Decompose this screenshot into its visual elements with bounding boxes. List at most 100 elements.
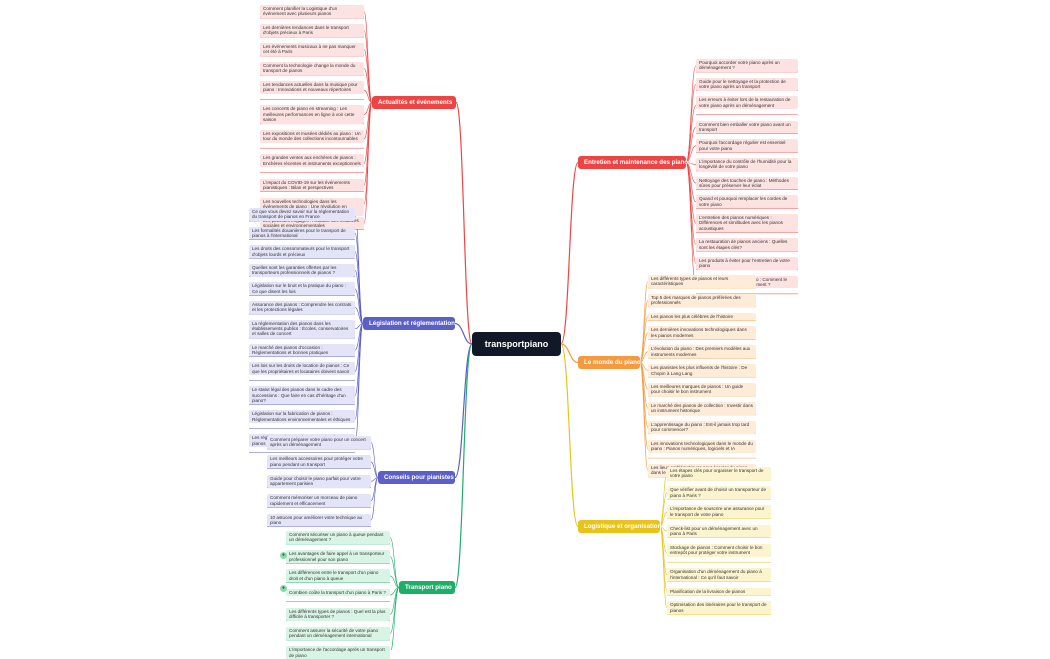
leaf-topic[interactable]: Les événements musicaux à ne pas manquer…: [260, 43, 364, 56]
branch-conseils[interactable]: Conseils pour pianistes: [378, 471, 455, 484]
leaf-topic[interactable]: Comment préparer votre piano pour un con…: [267, 436, 371, 449]
leaf-topic[interactable]: Législation sur la fabrication de pianos…: [249, 410, 355, 423]
leaf-link-actualites: [363, 102, 373, 115]
leaf-topic[interactable]: Les meilleures marques de pianos : Un gu…: [648, 383, 756, 396]
leaf-topic[interactable]: Les pianos les plus célèbres de l'histoi…: [648, 312, 756, 321]
branch-logistique[interactable]: Logistique et organisation: [578, 520, 662, 533]
leaf-topic[interactable]: L'impact du COVID-19 sur les événements …: [260, 178, 364, 192]
leaf-link-actualites: [363, 89, 373, 103]
leaf-topic[interactable]: Comment la technologie change la monde d…: [260, 62, 364, 75]
leaf-topic[interactable]: Nettoyage des touches de piano : Méthode…: [696, 176, 798, 190]
leaf-topic[interactable]: Législation sur le bruit et la pratique …: [249, 282, 355, 296]
leaf-topic[interactable]: Les pianistes les plus influents de l'hi…: [648, 364, 756, 377]
branch-entretien[interactable]: Entretien et maintenance des pianos: [578, 156, 692, 169]
leaf-topic[interactable]: Pourquoi accorder votre piano après un d…: [696, 59, 798, 72]
leaf-topic[interactable]: Les différents types de pianos et leurs …: [648, 275, 756, 288]
leaf-link-entretien: [685, 83, 697, 163]
leaf-link-entretien: [685, 105, 697, 163]
leaf-link-entretien: [685, 162, 697, 264]
leaf-topic[interactable]: L'importance du contrôle de l'humidité p…: [696, 157, 798, 171]
leaf-topic[interactable]: Les différents types de pianos : Quel es…: [286, 607, 390, 621]
leaf-link-entretien: [685, 145, 697, 163]
leaf-link-entretien: [685, 162, 697, 165]
leaf-topic[interactable]: Check-list pour un déménagement avec un …: [667, 524, 771, 538]
branch-legislation[interactable]: Législation et réglementation: [363, 317, 455, 330]
leaf-topic[interactable]: Les étapes clés pour organiser le transp…: [667, 467, 771, 480]
leaf-topic[interactable]: Les tendances actuelles dans la musique …: [260, 81, 364, 94]
leaf-link-entretien: [685, 162, 697, 245]
leaf-topic[interactable]: L'importance de l'accordage après un tra…: [286, 646, 390, 659]
leaf-topic[interactable]: Comment sécuriser un piano à queue penda…: [286, 531, 390, 544]
leaf-link-transport: [389, 575, 400, 588]
leaf-link-logistique: [659, 526, 668, 609]
leaf-topic[interactable]: Stockage de pianos : Comment choisir le …: [667, 543, 771, 557]
branch-actualites[interactable]: Actualités et événements: [372, 96, 456, 109]
leaf-link-logistique: [659, 526, 668, 592]
leaf-link-actualites: [363, 49, 373, 103]
leaf-link-actualites: [363, 11, 373, 103]
leaf-topic[interactable]: L'entretien des pianos numériques : Diff…: [696, 214, 798, 233]
leaf-link-monde: [639, 362, 649, 450]
leaf-topic[interactable]: Top 5 des marques de pianos préférées de…: [648, 293, 756, 307]
leaf-topic[interactable]: Comment assurer la sécurité de votre pia…: [286, 627, 390, 640]
leaf-topic[interactable]: Les expositions et musées dédiés au pian…: [260, 129, 364, 143]
leaf-topic[interactable]: Les concerts de piano en streaming : Les…: [260, 105, 364, 124]
leaf-topic[interactable]: Assurance des pianos : Comprendre les co…: [249, 301, 355, 314]
leaf-link-legislation: [354, 270, 364, 324]
leaf-topic[interactable]: Optimisation des itinéraires pour le tra…: [667, 601, 771, 615]
trunk-link-conseils: [454, 343, 473, 479]
leaf-badge-icon: ●: [280, 585, 287, 592]
leaf-topic[interactable]: Que vérifier avant de choisir un transpo…: [667, 486, 771, 499]
leaf-topic[interactable]: Le marché des pianos d'occasion : Réglem…: [249, 343, 355, 357]
leaf-topic[interactable]: Les droits des consommateurs pour le tra…: [249, 245, 355, 258]
leaf-topic[interactable]: Quand et pourquoi remplacer les cordes d…: [696, 195, 798, 209]
leaf-topic[interactable]: Les différences entre le transport d'un …: [286, 569, 390, 583]
leaf-topic[interactable]: Les erreurs à éviter lors de la restaura…: [696, 96, 798, 110]
leaf-topic[interactable]: 10 astuces pour améliorer votre techniqu…: [267, 513, 371, 527]
leaf-link-legislation: [354, 288, 364, 324]
leaf-topic[interactable]: La réglementation des pianos dans les ét…: [249, 319, 355, 338]
branch-label: Le monde du piano: [584, 359, 641, 366]
leaf-topic[interactable]: Les innovations technologiques dans le m…: [648, 439, 756, 453]
leaf-topic[interactable]: L'évolution du piano : Des premiers modè…: [648, 345, 756, 358]
leaf-topic[interactable]: Pourquoi l'accordage régulier est essent…: [696, 139, 798, 152]
leaf-link-transport: [389, 587, 400, 596]
leaf-topic[interactable]: Le marché des pianos de collection : Inv…: [648, 401, 756, 415]
leaf-topic[interactable]: Organisation d'un déménagement du piano …: [667, 568, 771, 582]
branch-label: Logistique et organisation: [584, 523, 662, 530]
leaf-topic[interactable]: Le statut légal des pianos dans le cadre…: [249, 386, 355, 405]
leaf-topic[interactable]: Comment mémoriser un morceau de piano ra…: [267, 494, 371, 507]
root-title: transportpiano: [484, 339, 549, 349]
leaf-topic[interactable]: Les dernières tendances dans le transpor…: [260, 24, 364, 37]
trunk-link-entretien: [560, 161, 579, 345]
branch-transport[interactable]: Transport piano: [399, 581, 455, 594]
branch-monde[interactable]: Le monde du piano: [578, 356, 641, 369]
leaf-topic[interactable]: Les formalités douanières pour le transp…: [249, 226, 355, 240]
leaf-topic[interactable]: La restauration de pianos anciens : Quel…: [696, 238, 798, 251]
root-node[interactable]: transportpiano: [472, 332, 561, 356]
leaf-topic[interactable]: Combien coûte la transport d'un piano à …: [286, 588, 390, 596]
leaf-topic[interactable]: Les dernières innovations technologiques…: [648, 326, 756, 340]
leaf-link-transport: [391, 587, 400, 650]
leaf-topic[interactable]: Comment bien emballer votre piano avant …: [696, 120, 798, 134]
leaf-topic[interactable]: L'importance de souscrire une assurance …: [667, 505, 771, 519]
leaf-link-conseils: [370, 477, 379, 521]
leaf-topic[interactable]: L'apprentissage du piano : Est-il jamais…: [648, 420, 756, 434]
leaf-link-actualites: [363, 30, 373, 103]
leaf-topic[interactable]: Quelles sont les garanties offertes par …: [249, 263, 355, 277]
leaf-topic[interactable]: Les grandes ventes aux enchères de piano…: [260, 154, 364, 167]
leaf-topic[interactable]: Comment planifier la Logistique d'un évé…: [260, 5, 364, 18]
leaf-topic[interactable]: Les produits à éviter pour l'entretien d…: [696, 256, 798, 270]
leaf-topic[interactable]: Les meilleurs accessoires pour protéger …: [267, 455, 371, 469]
leaf-link-conseils: [370, 461, 379, 478]
leaf-topic[interactable]: Les avantages de faire appel à un transp…: [286, 550, 390, 563]
leaf-topic[interactable]: Guide pour le nettoyage et la protection…: [696, 77, 798, 91]
leaf-topic[interactable]: Guide pour choisir le piano parfait pour…: [267, 474, 371, 488]
leaf-topic[interactable]: Planification de la livraison de pianos: [667, 587, 771, 595]
leaf-link-monde: [639, 281, 649, 363]
trunk-link-logistique: [560, 343, 579, 528]
leaf-link-transport: [389, 587, 400, 634]
leaf-topic[interactable]: Les lois sur les droits de location de p…: [249, 362, 355, 375]
leaf-topic[interactable]: Ce que vous devez savoir sur la réglemen…: [249, 208, 355, 221]
